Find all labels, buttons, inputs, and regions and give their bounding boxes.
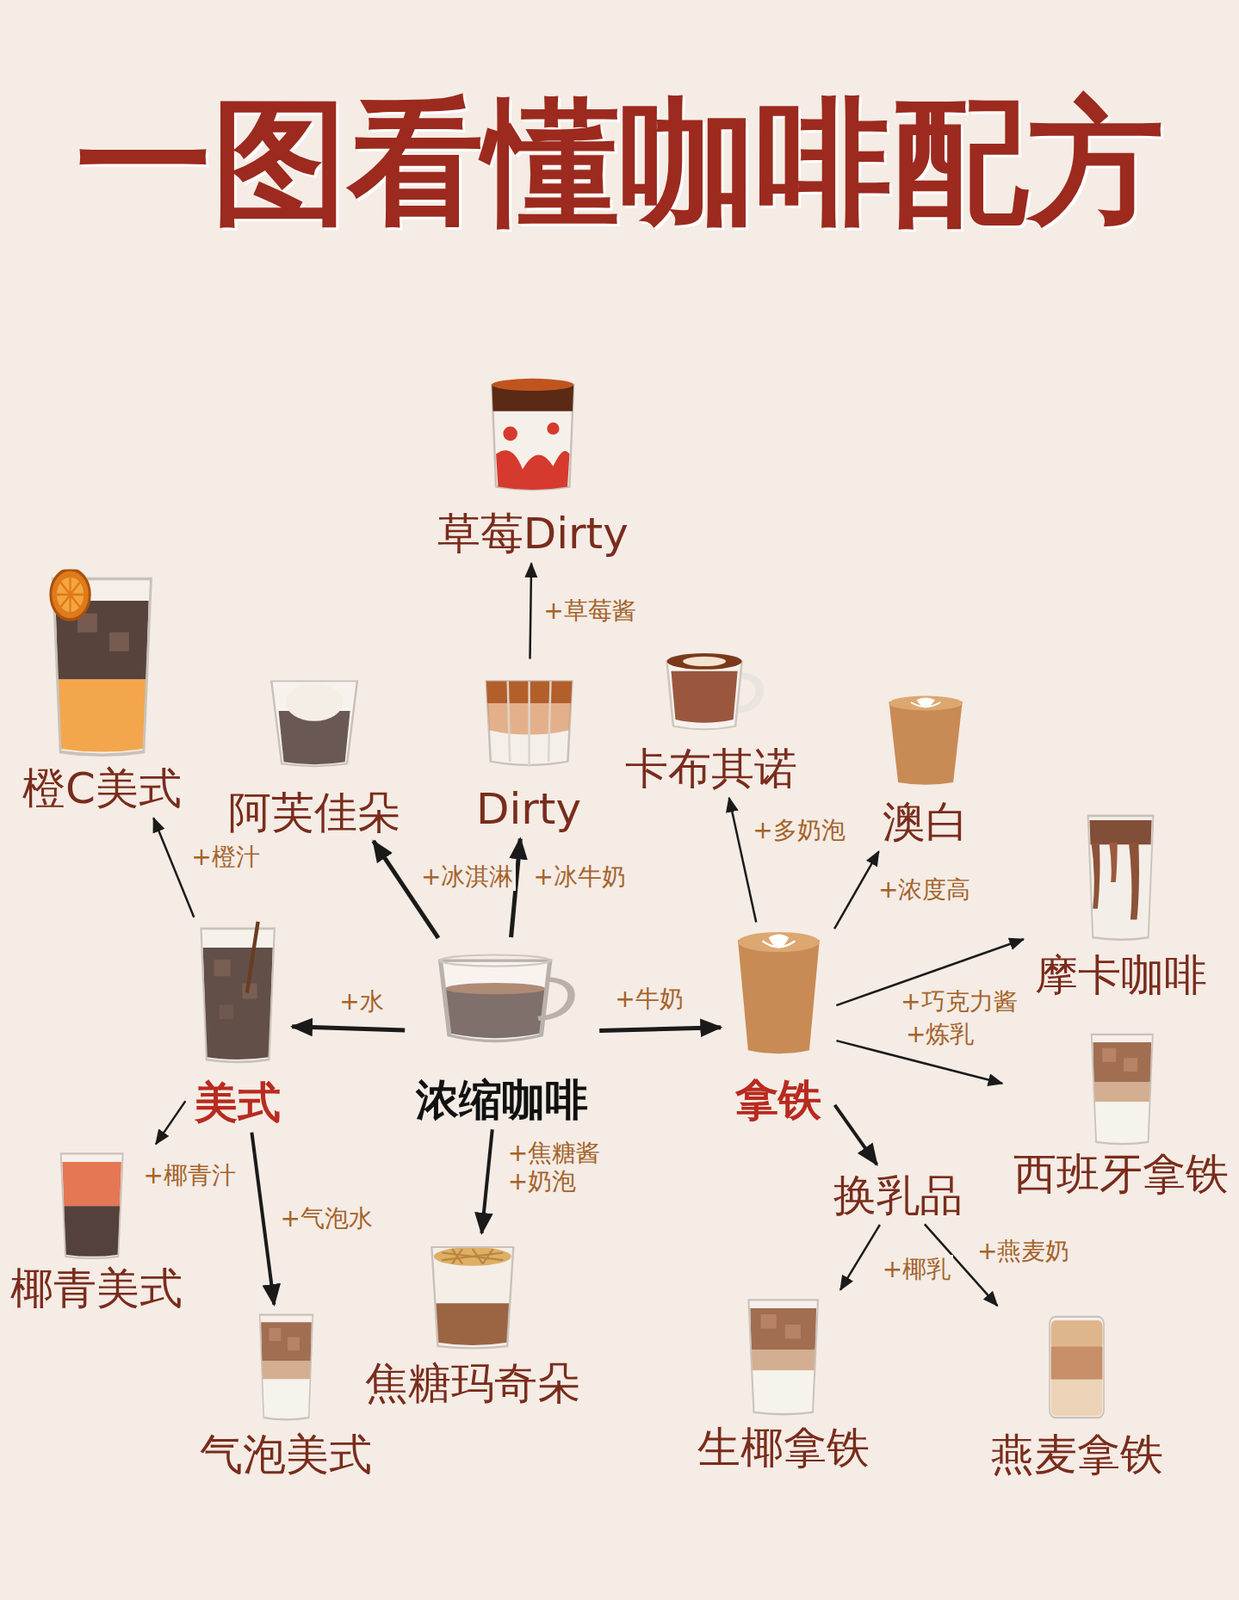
drink-node: 澳白 (875, 692, 976, 849)
flat-white-cup (888, 696, 962, 786)
recipe-arrow (153, 817, 194, 917)
dirty-cup (486, 681, 573, 768)
drink-node: 美式 (187, 921, 288, 1129)
edge-label: +冰淇淋 (418, 862, 516, 893)
mocha-cup (1088, 816, 1154, 941)
drink-name: 生椰拿铁 (697, 1424, 870, 1475)
drink-node: 焦糖玛奇朵 (358, 1238, 588, 1410)
drink-name: 气泡美式 (199, 1431, 372, 1481)
drink-name: 橙C美式 (22, 764, 182, 815)
edge-label: +巧克力酱 (898, 987, 1020, 1017)
edge-label: +牛奶 (612, 985, 686, 1015)
strawberry-dirty-cup (491, 378, 574, 490)
drink-node: 草莓Dirty (430, 372, 636, 560)
drink-node: 燕麦拿铁 (984, 1309, 1171, 1481)
drink-name: 美式 (194, 1078, 281, 1129)
drink-name: 草莓Dirty (437, 509, 629, 560)
affogato-cup (271, 681, 358, 767)
recipe-arrow (840, 1225, 880, 1291)
drink-node: 摩卡咖啡 (1028, 809, 1215, 1002)
drink-name: 椰青美式 (10, 1264, 183, 1315)
drink-name: 焦糖玛奇朵 (365, 1359, 581, 1410)
drink-node: 生椰拿铁 (690, 1294, 877, 1475)
drink-node: 换乳品 (826, 1168, 970, 1222)
edge-label: +椰乳 (879, 1255, 954, 1285)
drink-name: 拿铁 (735, 1076, 822, 1127)
drink-name: 阿芙佳朵 (228, 788, 401, 839)
recipe-arrow (291, 1027, 405, 1031)
drink-name: 燕麦拿铁 (991, 1431, 1164, 1481)
drink-name: 摩卡咖啡 (1034, 951, 1208, 1002)
drink-node: 浓缩咖啡 (408, 941, 595, 1126)
latte-cup (737, 932, 820, 1054)
drink-node: 橙C美式 (15, 569, 189, 814)
edge-label: +气泡水 (277, 1204, 375, 1234)
edge-label: +橙汁 (188, 842, 262, 873)
drink-node: 阿芙佳朵 (221, 668, 408, 838)
recipe-arrow (530, 563, 533, 659)
edge-label: +焦糖酱 +奶泡 (505, 1139, 613, 1197)
recipe-arrow (599, 1028, 721, 1032)
espresso-cup (440, 955, 572, 1042)
edge-label: +椰青汁 (141, 1161, 239, 1191)
edge-label: +浓度高 (875, 875, 973, 905)
cappuccino-cup (666, 653, 760, 730)
recipe-arrow (834, 851, 879, 930)
sparkling-americano-cup (260, 1315, 314, 1421)
drink-name: 澳白 (882, 798, 969, 849)
edge-label: +冰牛奶 (530, 862, 628, 893)
edge-label: +水 (336, 987, 386, 1017)
drink-node: 气泡美式 (192, 1309, 379, 1481)
edge-label: +炼乳 (903, 1020, 977, 1050)
edge-label: +草莓酱 (540, 596, 639, 626)
drink-node: 拿铁 (724, 926, 832, 1126)
drink-node: 卡布其诺 (618, 638, 805, 794)
edge-label: +多奶泡 (749, 816, 848, 846)
americano-cup (201, 922, 275, 1063)
caramel-macchiato-cup (431, 1247, 514, 1349)
oat-latte-cup (1049, 1317, 1104, 1419)
recipe-arrow (251, 1133, 274, 1306)
orange-americano-cup (50, 569, 152, 756)
recipe-arrow (155, 1101, 186, 1145)
drink-name: 西班牙拿铁 (1013, 1150, 1229, 1201)
drink-name: 浓缩咖啡 (415, 1076, 589, 1127)
diagram-title: 一图看懂咖啡配方 (0, 80, 1239, 245)
coconut-latte-cup (748, 1300, 818, 1415)
coconut-americano-cup (61, 1153, 124, 1259)
drink-name: 卡布其诺 (625, 744, 798, 795)
recipe-arrow (835, 1105, 878, 1165)
drink-name: Dirty (476, 785, 582, 836)
recipe-arrow (481, 1129, 492, 1234)
edge-label: +燕麦奶 (974, 1237, 1072, 1267)
drink-name: 换乳品 (833, 1171, 963, 1222)
spanish-latte-cup (1091, 1034, 1153, 1145)
drink-node: Dirty (469, 662, 589, 835)
drink-node: 西班牙拿铁 (1006, 1028, 1236, 1201)
